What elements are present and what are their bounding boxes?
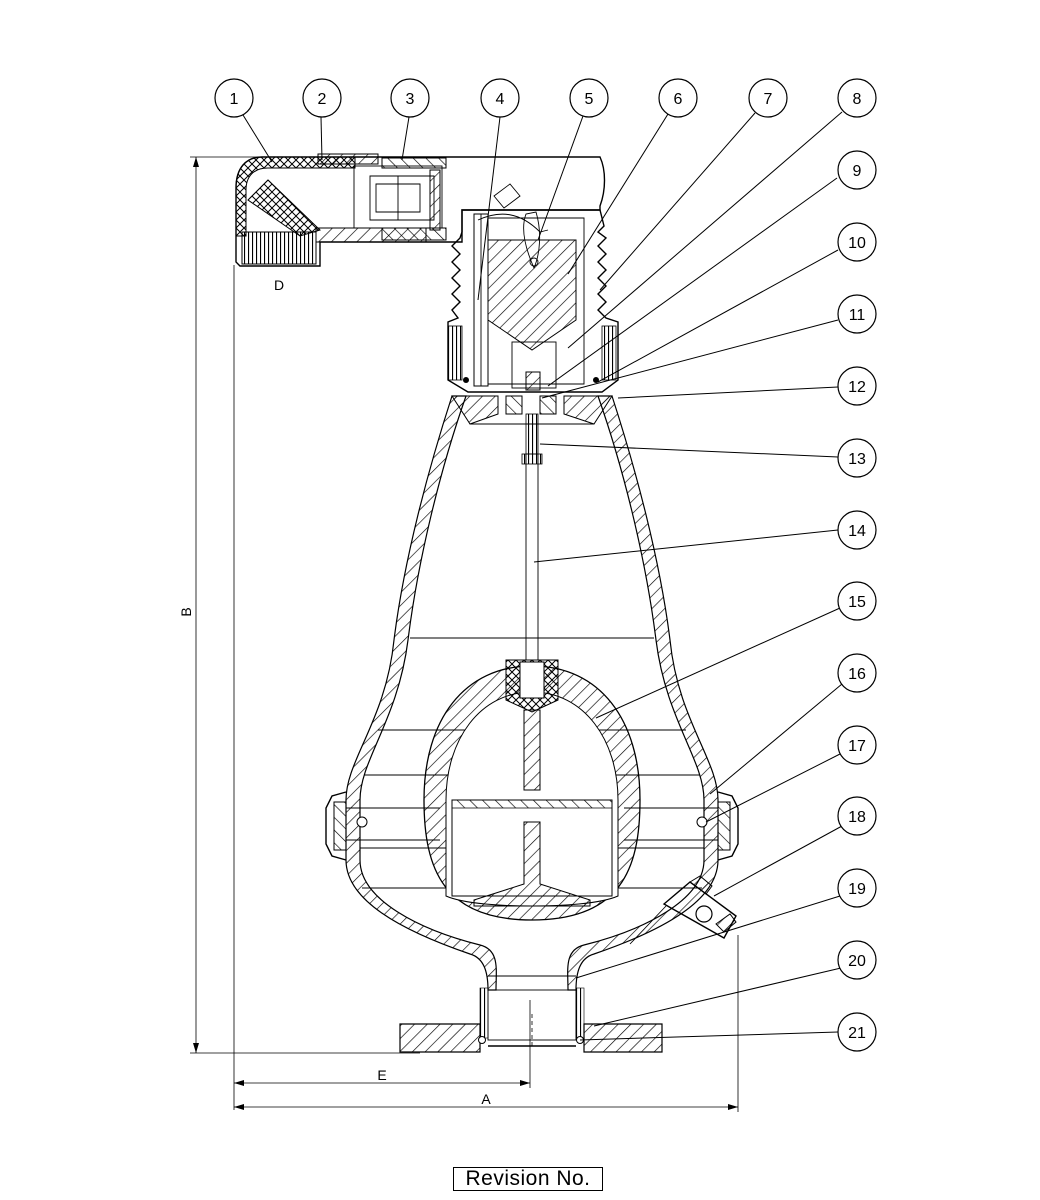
- balloon-7-label: 7: [764, 91, 773, 108]
- dimension-b: B: [178, 156, 420, 1054]
- balloon-1: 1: [214, 78, 254, 118]
- dimension-e: E: [233, 265, 531, 1110]
- balloon-10-label: 10: [848, 235, 866, 252]
- balloon-19-label: 19: [848, 881, 866, 898]
- float-rod: [521, 413, 543, 660]
- leader-lines: [242, 111, 843, 1041]
- balloon-18-label: 18: [848, 809, 866, 826]
- inlet-flange: [399, 975, 663, 1053]
- dimension-a-label: A: [481, 1091, 491, 1107]
- side-drain-plug: [629, 875, 737, 945]
- balloon-6: 6: [658, 78, 698, 118]
- balloon-12-label: 12: [848, 379, 866, 396]
- balloon-10: 10: [837, 222, 877, 262]
- balloon-5: 5: [569, 78, 609, 118]
- dimension-a: A: [234, 935, 739, 1112]
- balloon-2-label: 2: [318, 91, 327, 108]
- balloon-7: 7: [748, 78, 788, 118]
- balloon-5-label: 5: [585, 91, 594, 108]
- balloon-2: 2: [302, 78, 342, 118]
- balloon-4-label: 4: [496, 91, 505, 108]
- balloon-8-label: 8: [853, 91, 862, 108]
- dimension-b-label: B: [178, 607, 194, 616]
- balloon-9: 9: [837, 150, 877, 190]
- balloon-18: 18: [837, 796, 877, 836]
- balloon-13: 13: [837, 438, 877, 478]
- revision-label: Revision No.: [453, 1167, 603, 1191]
- dimension-e-label: E: [377, 1067, 386, 1083]
- ball-float: [423, 659, 641, 921]
- upper-bonnet: [447, 183, 619, 425]
- outlet-elbow: [235, 153, 606, 267]
- balloon-16-label: 16: [848, 666, 866, 683]
- balloon-17: 17: [837, 725, 877, 765]
- balloon-3: 3: [390, 78, 430, 118]
- balloon-9-label: 9: [853, 163, 862, 180]
- balloon-14: 14: [837, 510, 877, 550]
- balloon-17-label: 17: [848, 738, 866, 755]
- balloon-4: 4: [480, 78, 520, 118]
- balloon-8: 8: [837, 78, 877, 118]
- balloon-11-label: 11: [849, 307, 866, 324]
- balloon-12: 12: [837, 366, 877, 406]
- balloon-6-label: 6: [674, 91, 683, 108]
- outlet-thread-label: D: [274, 277, 284, 293]
- balloon-20-label: 20: [848, 953, 866, 970]
- balloon-15: 15: [837, 581, 877, 621]
- balloon-13-label: 13: [848, 451, 866, 468]
- balloon-11: 11: [837, 294, 877, 334]
- balloon-15-label: 15: [848, 594, 866, 611]
- balloon-21: 21: [837, 1012, 877, 1052]
- balloon-1-label: 1: [230, 91, 239, 108]
- balloon-19: 19: [837, 868, 877, 908]
- balloon-3-label: 3: [406, 91, 415, 108]
- balloon-21-label: 21: [848, 1025, 866, 1042]
- balloon-16: 16: [837, 653, 877, 693]
- balloon-14-label: 14: [848, 523, 866, 540]
- balloon-20: 20: [837, 940, 877, 980]
